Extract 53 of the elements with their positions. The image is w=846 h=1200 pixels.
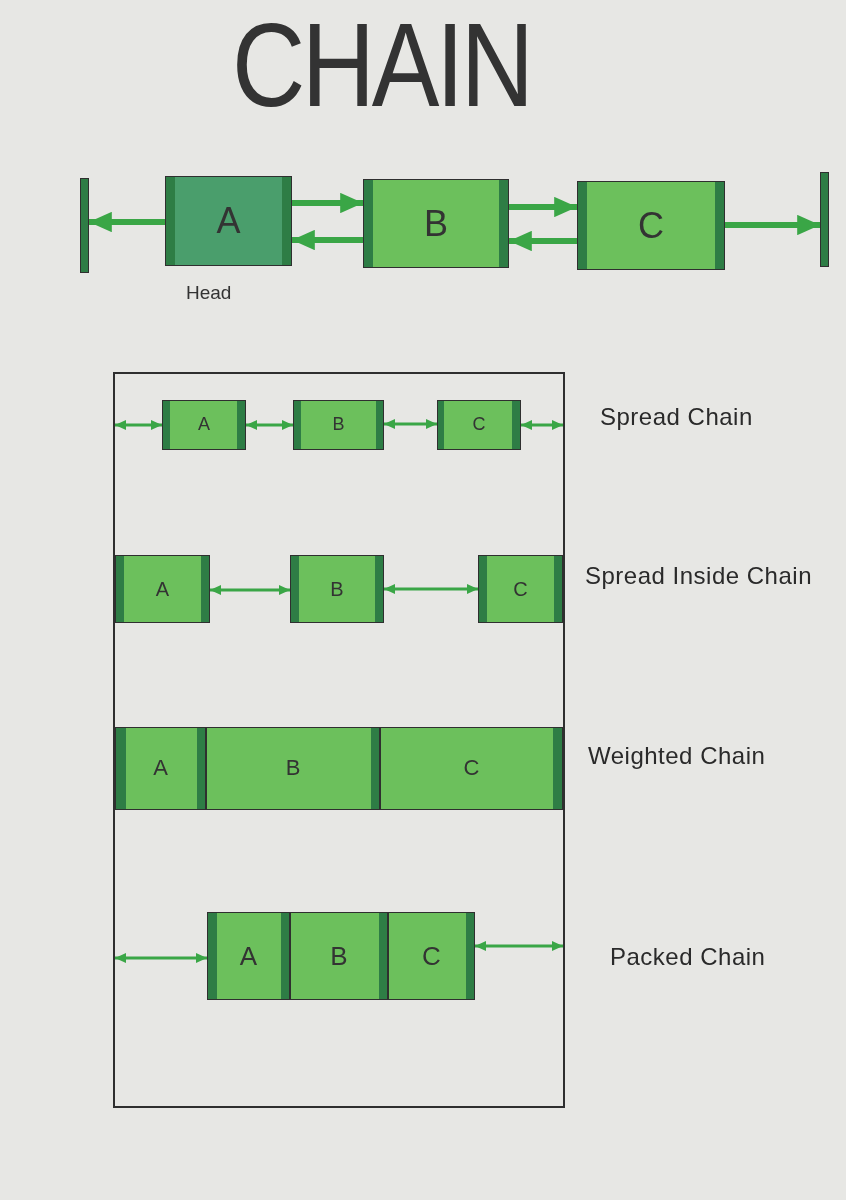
double-arrow	[384, 583, 478, 595]
row-label: Weighted Chain	[588, 742, 766, 770]
node-label: A	[216, 201, 241, 241]
node-label: A	[153, 756, 168, 781]
arrow	[292, 229, 363, 251]
node-label: A	[155, 578, 170, 600]
double-arrow	[384, 418, 437, 430]
node-label: A	[239, 941, 258, 971]
chain-node	[115, 555, 210, 623]
node-caption: Head	[186, 283, 232, 304]
double-arrow	[115, 952, 207, 964]
node-label: B	[330, 941, 348, 971]
node-label: B	[332, 415, 345, 435]
chain-node	[206, 727, 380, 810]
double-arrow	[210, 584, 290, 596]
wall-bar	[820, 172, 829, 267]
node-label: C	[513, 578, 528, 600]
title: CHAIN	[232, 6, 531, 124]
row-label: Spread Inside Chain	[585, 562, 812, 590]
arrow	[292, 192, 363, 214]
chain-node	[437, 400, 521, 450]
double-arrow	[475, 940, 563, 952]
chain-node	[162, 400, 246, 450]
chain-node	[363, 179, 509, 268]
row-label: Spread Chain	[600, 403, 753, 431]
node-label: A	[198, 415, 210, 435]
node-label: C	[422, 941, 441, 971]
wall-bar	[80, 178, 89, 273]
node-label: B	[285, 756, 301, 781]
chain-node	[290, 555, 384, 623]
node-label: C	[638, 205, 664, 246]
double-arrow	[246, 419, 293, 431]
chain-node	[388, 912, 475, 1000]
chain-node	[207, 912, 290, 1000]
chain-node	[293, 400, 384, 450]
node-label: C	[463, 756, 480, 781]
arrow	[509, 196, 577, 218]
container-frame	[113, 372, 565, 1108]
node-label: B	[330, 578, 344, 600]
arrow	[725, 214, 820, 236]
chain-node	[290, 912, 388, 1000]
chain-node	[115, 727, 206, 810]
node-label: B	[424, 203, 448, 244]
chain-node	[478, 555, 563, 623]
arrow	[509, 230, 577, 252]
chain-node	[165, 176, 292, 266]
double-arrow	[521, 419, 563, 431]
arrow	[89, 211, 165, 233]
chain-node	[380, 727, 563, 810]
double-arrow	[115, 419, 162, 431]
row-label: Packed Chain	[610, 943, 766, 971]
node-label: C	[472, 415, 486, 435]
chain-node	[577, 181, 725, 270]
